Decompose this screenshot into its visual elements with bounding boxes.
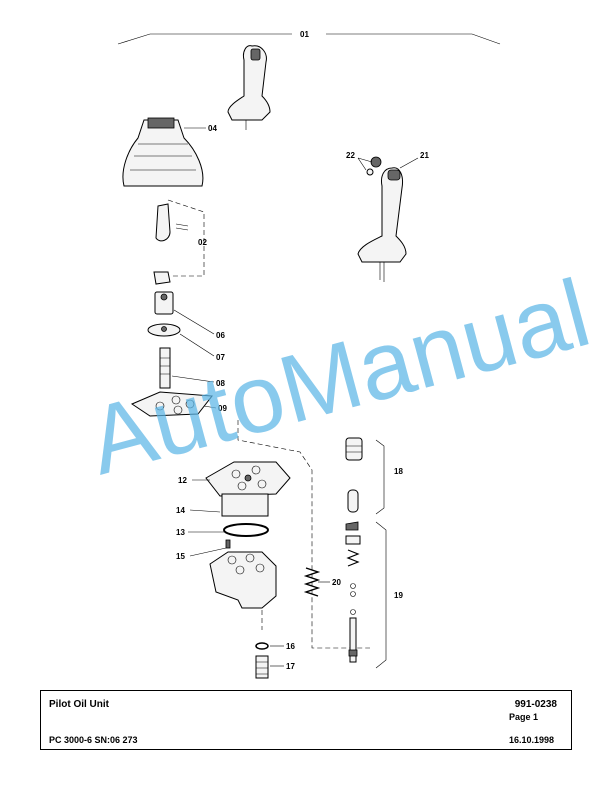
callout-04: 04 (208, 124, 217, 133)
callout-14: 14 (176, 506, 185, 515)
callout-17: 17 (286, 662, 295, 671)
seal-kit-18 (345, 437, 363, 513)
rubber-boot (122, 117, 204, 187)
callout-15: 15 (176, 552, 185, 561)
fastener-22 (366, 156, 382, 176)
drawing-code: 991-0238 (514, 699, 557, 710)
drawing-title: Pilot Oil Unit (49, 699, 109, 710)
callout-09: 09 (218, 404, 227, 413)
callout-12: 12 (178, 476, 187, 485)
callout-07: 07 (216, 353, 225, 362)
callout-13: 13 (176, 528, 185, 537)
joystick-handle-upper (227, 45, 271, 130)
title-block: Pilot Oil Unit 991-0238 Page 1 PC 3000-6… (40, 690, 572, 750)
callout-02: 02 (198, 238, 207, 247)
spring-20 (303, 567, 321, 597)
valve-body (209, 551, 277, 609)
callout-08: 08 (216, 379, 225, 388)
drawing-date: 16.10.1998 (509, 735, 555, 745)
callout-01: 01 (300, 30, 309, 39)
exploded-parts-diagram: 01 04 02 06 07 08 (78, 30, 600, 679)
callout-18: 18 (394, 467, 403, 476)
shaft-08 (159, 347, 171, 389)
cap-07 (147, 323, 181, 337)
callout-19: 19 (394, 591, 403, 600)
callout-22: 22 (346, 151, 355, 160)
fitting-17 (255, 655, 269, 679)
plate-09 (130, 391, 213, 417)
callout-16: 16 (286, 642, 295, 651)
spool-kit-19 (345, 521, 361, 663)
sleeve-06 (154, 291, 174, 315)
o-ring-13 (223, 523, 269, 537)
seal-16 (255, 642, 269, 650)
pin-15 (225, 539, 231, 549)
callout-20: 20 (332, 578, 341, 587)
callout-21: 21 (420, 151, 429, 160)
bracket-01 (117, 33, 501, 45)
page-number: Page 1 (509, 712, 539, 722)
callout-06: 06 (216, 331, 225, 340)
housing-plate (205, 461, 291, 517)
link-parts (153, 199, 205, 285)
joystick-handle-side (357, 167, 407, 282)
model-serial: PC 3000-6 SN:06 273 (49, 735, 138, 745)
